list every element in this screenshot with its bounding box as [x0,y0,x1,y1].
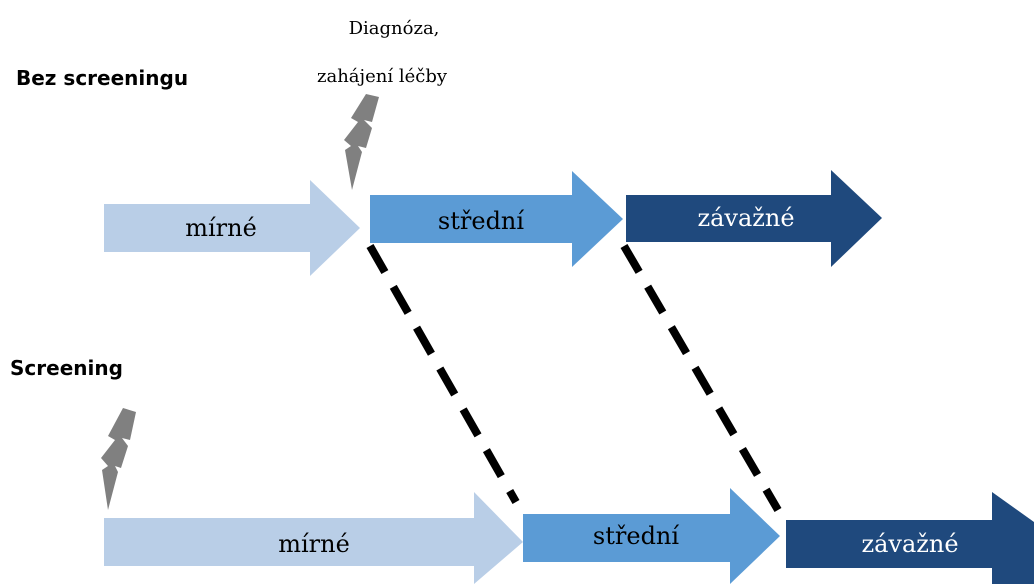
dashed-connector-severe [620,243,782,513]
dashed-connector-moderate [366,244,520,504]
arrow-moderate-screening [523,488,780,584]
diagnosis-note-line-1: Diagnóza, [348,18,440,39]
stage-label-mild-without-screening: mírné [185,214,257,242]
diagnosis-note-line-2: zahájení léčby [316,66,448,87]
arrow-severe-screening [786,492,1034,584]
stage-label-moderate-without-screening: střední [437,207,525,235]
arrow-mild-without-screening [104,180,360,276]
stage-label-moderate-screening: střední [592,522,680,550]
stage-label-mild-screening: mírné [278,530,350,558]
lightning-bolt-icon [101,408,136,510]
arrow-moderate-without-screening [370,171,623,267]
stage-label-severe-without-screening: závažné [697,204,795,232]
lightning-bolt-icon [344,94,379,190]
heading-without-screening: Bez screeningu [16,66,189,90]
stage-label-severe-screening: závažné [861,530,959,558]
heading-screening: Screening [10,356,123,380]
arrow-mild-screening [104,492,523,584]
arrow-severe-without-screening [626,170,882,267]
